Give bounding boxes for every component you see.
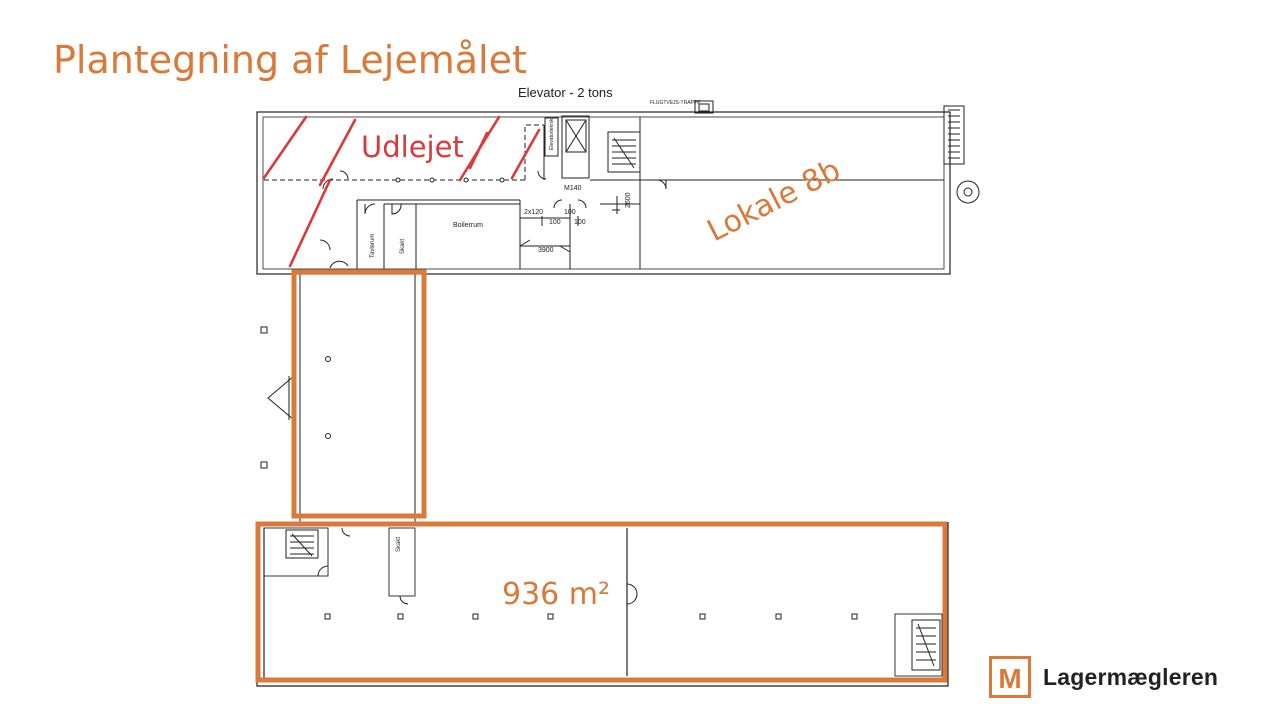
udlejet-label: Udlejet — [361, 130, 464, 164]
dim-2600: 2600 — [625, 192, 632, 208]
skakt-upper-label: Skakt — [400, 239, 406, 254]
lower-stairs — [285, 527, 941, 671]
dim-3900: 3900 — [538, 247, 554, 254]
area-label: 936 m² — [502, 577, 610, 612]
skakt-lower-label: Skakt — [396, 537, 402, 552]
upper-interior-walls — [264, 115, 944, 269]
udlejet-hatch — [262, 115, 541, 268]
upper-building — [256, 111, 951, 275]
lease-outline — [255, 269, 948, 683]
brand-logo: M Lagermægleren — [989, 656, 1218, 698]
upper-labels: Elevator - 2 tons FLUGTVEJS-TRAPPE Eleva… — [370, 85, 701, 258]
lower-column-markers — [324, 613, 858, 620]
upper-markers — [395, 177, 505, 183]
dim-100-c: 100 — [574, 219, 586, 226]
boilerrum-label: Boilerrum — [453, 222, 483, 229]
flugt-label: FLUGTVEJS-TRAPPE — [650, 100, 701, 106]
brand-name: Lagermægleren — [1043, 663, 1219, 690]
dim-100-b: 100 — [549, 219, 561, 226]
slide-title: Plantegning af Lejemålet — [53, 38, 527, 82]
elevator-label: Elevator - 2 tons — [518, 85, 613, 100]
vertical-wing — [260, 274, 416, 522]
logo-mark-letter: M — [998, 663, 1021, 694]
top-edge-details — [694, 100, 980, 204]
dim-2x120: 2x120 — [524, 209, 543, 216]
upper-building-inner — [262, 116, 945, 270]
tavlerum-label: Tavlerum — [370, 234, 376, 258]
dim-100-a: 100 — [564, 209, 576, 216]
upper-building-outer — [256, 111, 951, 275]
lagermaegleren-logo-icon: M — [989, 656, 1031, 698]
m140-label: M140 — [564, 185, 582, 192]
elevatorteknik-label: Elevatorteknik — [549, 118, 555, 150]
lokale-label: Lokale 8b — [702, 152, 846, 249]
